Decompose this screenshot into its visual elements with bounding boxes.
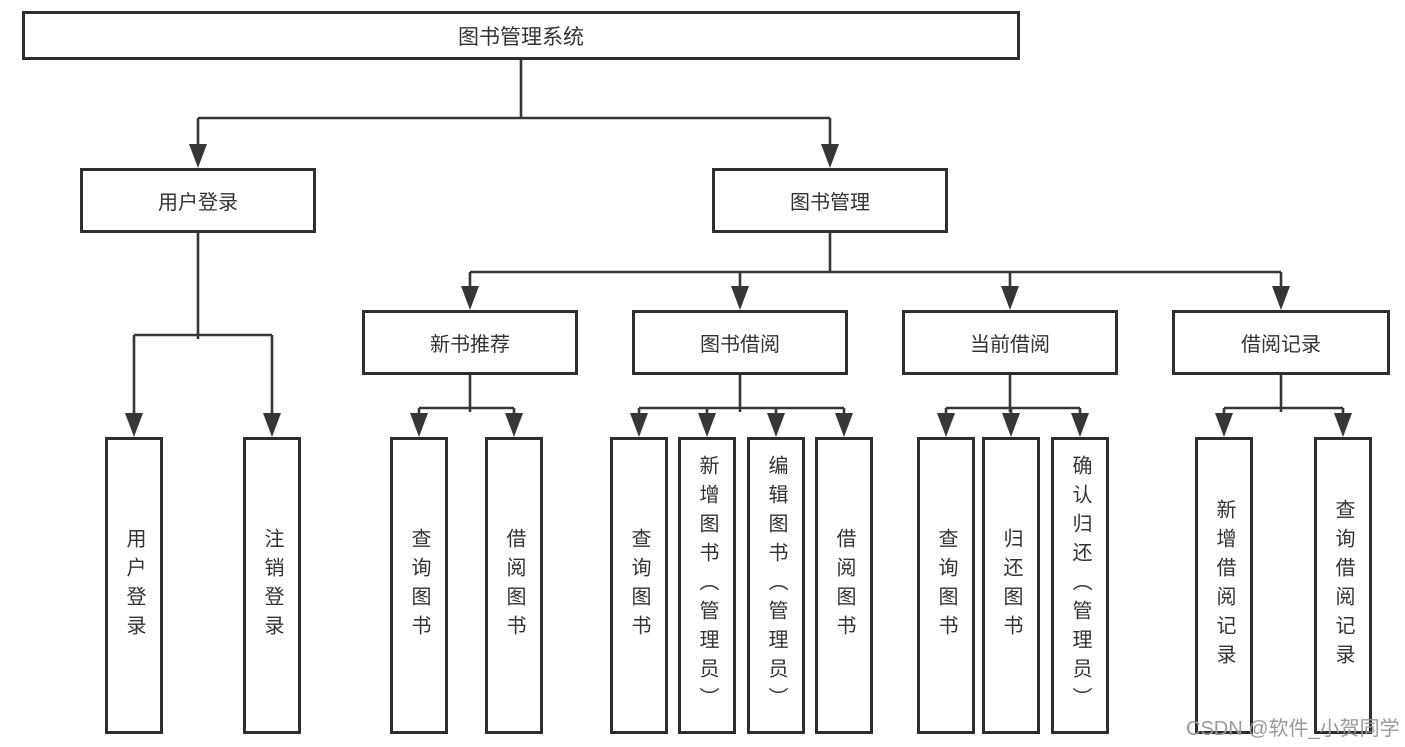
node-borrow-records: 借阅记录 (1172, 310, 1390, 375)
arrowhead (1002, 413, 1020, 437)
node-book-management-label: 图书管理 (790, 192, 870, 214)
node-root: 图书管理系统 (22, 11, 1020, 60)
leaf-borrow-books: 借阅图书 (815, 437, 873, 734)
leaf-return-books: 归还图书 (982, 437, 1040, 734)
arrowhead (461, 286, 479, 310)
node-current-borrow: 当前借阅 (902, 310, 1118, 375)
leaf-add-borrow-record: 新增借阅记录 (1195, 437, 1253, 734)
arrowhead (767, 413, 785, 437)
leaf-logout-label: 注销登录 (261, 527, 283, 644)
leaf-logout: 注销登录 (243, 437, 301, 734)
leaf-borrow-books-recommend-label: 借阅图书 (503, 527, 525, 644)
node-new-book-recommend: 新书推荐 (362, 310, 578, 375)
leaf-user-login-label: 用户登录 (123, 527, 145, 644)
arrowhead (835, 413, 853, 437)
leaf-add-book-admin-label: 新增图书（管理员） (696, 455, 718, 716)
leaf-user-login: 用户登录 (105, 437, 163, 734)
leaf-query-books-recommend: 查询图书 (390, 437, 448, 734)
arrowhead (821, 144, 839, 168)
arrowhead (1001, 286, 1019, 310)
node-root-label: 图书管理系统 (458, 25, 584, 49)
arrowhead (1272, 286, 1290, 310)
node-book-management: 图书管理 (712, 168, 948, 233)
node-borrow-records-label: 借阅记录 (1241, 334, 1321, 356)
leaf-query-books-current-label: 查询图书 (935, 527, 957, 644)
leaf-query-books-borrow: 查询图书 (610, 437, 668, 734)
arrowhead (731, 286, 749, 310)
arrowhead (1334, 413, 1352, 437)
leaf-confirm-return-admin-label: 确认归还（管理员） (1069, 455, 1091, 716)
leaf-borrow-books-recommend: 借阅图书 (485, 437, 543, 734)
node-book-borrow-label: 图书借阅 (700, 334, 780, 356)
leaf-return-books-label: 归还图书 (1000, 527, 1022, 644)
arrowhead (698, 413, 716, 437)
leaf-query-books-borrow-label: 查询图书 (628, 527, 650, 644)
node-user-login: 用户登录 (80, 168, 316, 233)
node-current-borrow-label: 当前借阅 (970, 334, 1050, 356)
leaf-confirm-return-admin: 确认归还（管理员） (1051, 437, 1109, 734)
arrowhead (505, 413, 523, 437)
arrowhead (937, 413, 955, 437)
arrowhead (263, 413, 281, 437)
leaf-query-borrow-record-label: 查询借阅记录 (1332, 498, 1354, 673)
arrowhead (1215, 413, 1233, 437)
node-user-login-label: 用户登录 (158, 192, 238, 214)
leaf-edit-book-admin-label: 编辑图书（管理员） (765, 455, 787, 716)
arrowhead (630, 413, 648, 437)
leaf-add-book-admin: 新增图书（管理员） (678, 437, 736, 734)
leaf-query-borrow-record: 查询借阅记录 (1314, 437, 1372, 734)
leaf-query-books-current: 查询图书 (917, 437, 975, 734)
leaf-query-books-recommend-label: 查询图书 (408, 527, 430, 644)
leaf-add-borrow-record-label: 新增借阅记录 (1213, 498, 1235, 673)
leaf-edit-book-admin: 编辑图书（管理员） (747, 437, 805, 734)
leaf-borrow-books-label: 借阅图书 (833, 527, 855, 644)
csdn-watermark: CSDN @软件_小贺同学 (1186, 718, 1400, 740)
node-new-book-recommend-label: 新书推荐 (430, 334, 510, 356)
arrowhead (125, 413, 143, 437)
arrowhead (189, 144, 207, 168)
arrowhead (1071, 413, 1089, 437)
node-book-borrow: 图书借阅 (632, 310, 848, 375)
arrowhead (410, 413, 428, 437)
